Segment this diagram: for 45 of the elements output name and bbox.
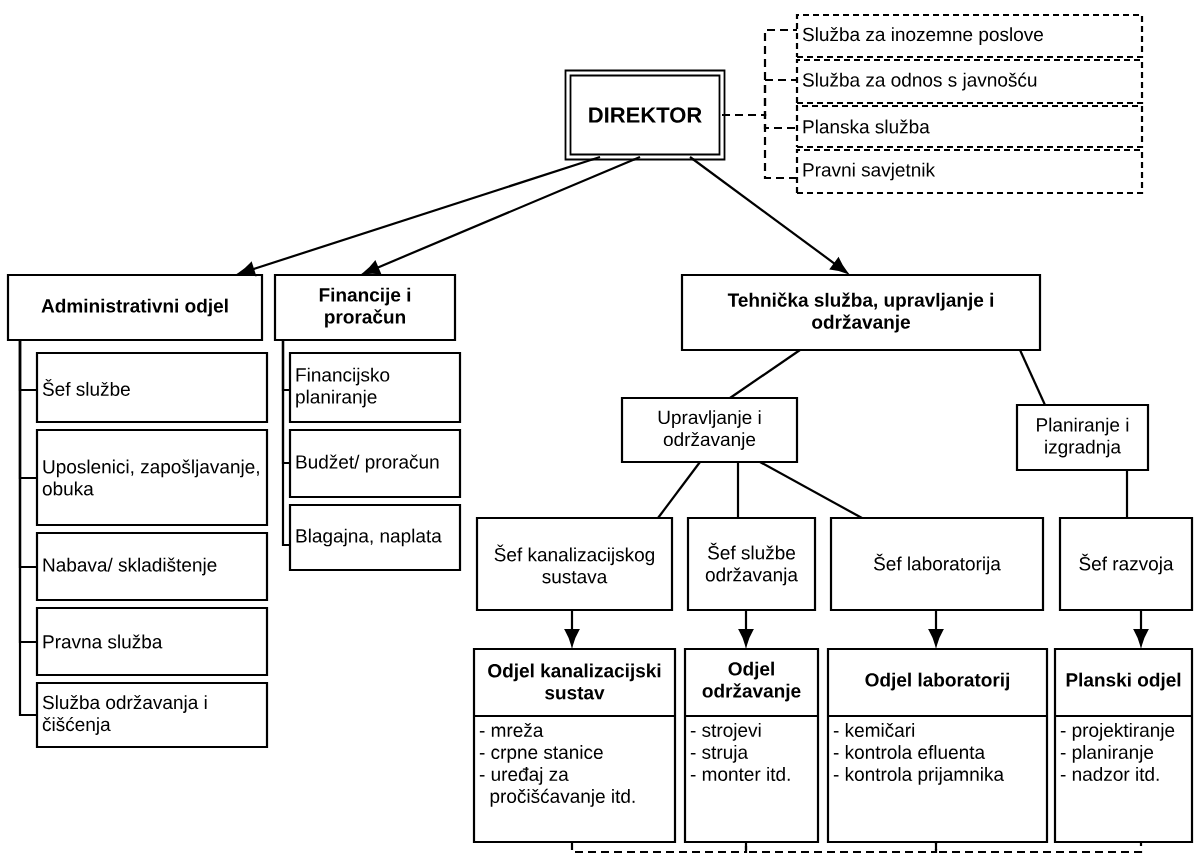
connector-line <box>281 340 290 547</box>
arrow <box>1133 610 1149 646</box>
unit-box: Šef razvoja <box>1058 516 1194 612</box>
unit-box: Nabava/ skladištenje <box>35 531 269 602</box>
department-box: Tehnička služba, upravljanje i održavanje <box>680 273 1042 352</box>
unit-box: Blagajna, naplata <box>288 503 462 572</box>
arrow <box>689 156 848 274</box>
unit-box: Pravna služba <box>35 606 269 677</box>
connector-line <box>736 462 740 518</box>
department-box: Financije i proračun <box>273 273 457 342</box>
staff-box: Služba za odnos s javnošću <box>795 58 1144 105</box>
unit-box: Šef kanalizacijskog sustava <box>475 516 674 612</box>
staff-box: Planska služba <box>795 104 1144 149</box>
department-box: Administrativni odjel <box>6 273 264 342</box>
connector-line <box>1125 470 1129 518</box>
connector-line <box>18 340 37 717</box>
department-card: Odjel održavanje - strojevi - struja - monter itd. <box>683 647 820 844</box>
staff-box: Služba za inozemne poslove <box>795 13 1144 59</box>
dashed-connector <box>744 842 938 854</box>
dashed-connector <box>934 842 1143 854</box>
connector-line <box>729 349 801 399</box>
unit-box: Upravljanje i održavanje <box>620 396 799 464</box>
arrow <box>738 610 754 646</box>
connector-line <box>1019 349 1046 406</box>
unit-box: Šef laboratorija <box>829 516 1045 612</box>
arrow <box>564 610 580 646</box>
department-card: Planski odjel - projektiranje - planiranje - nadzor itd. <box>1053 647 1194 844</box>
dashed-connector <box>722 113 797 180</box>
arrow <box>362 156 641 275</box>
director-box: DIREKTOR <box>564 69 726 161</box>
unit-box: Uposlenici, zapošljavanje, obuka <box>35 428 269 527</box>
department-card: Odjel laboratorij - kemičari - kontrola efluenta - kontrola prijamnika <box>826 647 1049 844</box>
dashed-connector <box>570 842 748 854</box>
unit-box: Planiranje i izgradnja <box>1015 403 1150 472</box>
arrow <box>928 610 944 646</box>
arrow <box>237 155 601 277</box>
connector-line <box>657 461 701 519</box>
unit-box: Služba održavanja i čišćenja <box>35 681 269 749</box>
staff-box: Pravni savjetnik <box>795 148 1144 195</box>
unit-box: Financijsko planiranje <box>288 351 462 424</box>
unit-box: Šef službe održavanja <box>686 516 817 612</box>
unit-box: Šef službe <box>35 351 269 424</box>
connector-line <box>759 461 863 519</box>
department-card: Odjel kanalizacijski sustav - mreža - crpne stanice - uređaj za pročišćavanje itd. <box>472 647 677 844</box>
unit-box: Budžet/ proračun <box>288 428 462 499</box>
